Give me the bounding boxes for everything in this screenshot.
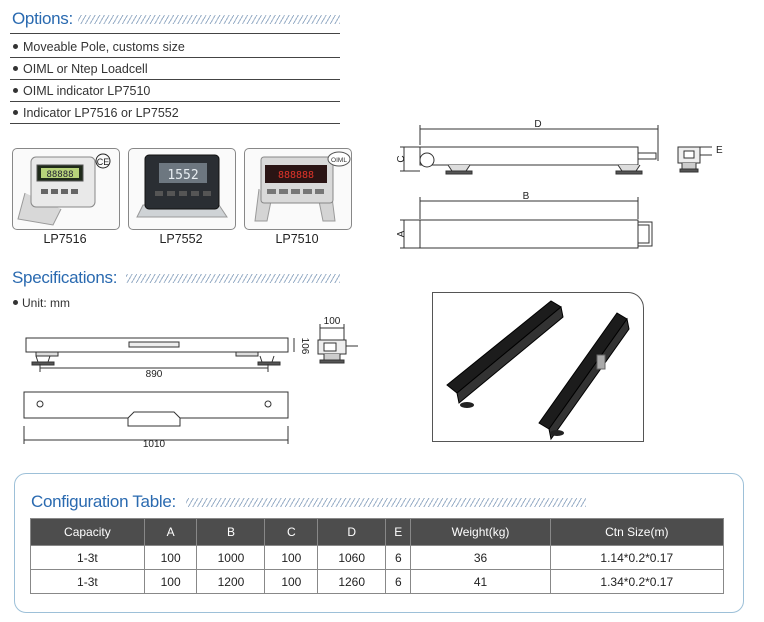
options-heading: Options:: [12, 9, 73, 28]
table-cell: 100: [143, 545, 198, 570]
option-item: OIML or Ntep Loadcell: [10, 58, 340, 80]
oiml-mark: OIML: [331, 157, 347, 164]
table-header-cell: Capacity: [30, 518, 145, 546]
indicator-lp7516-image: 88888 CE: [12, 148, 120, 230]
table-cell: 1200: [196, 569, 266, 594]
spec-dimension-diagram: 890 1010 100 106: [23, 316, 358, 450]
table-header-cell: D: [317, 518, 387, 546]
table-header-cell: E: [385, 518, 412, 546]
table-cell: 1-3t: [30, 569, 145, 594]
option-text: Moveable Pole, customs size: [23, 40, 185, 54]
table-header-row: Capacity A B C D E Weight(kg) Ctn Size(m…: [30, 518, 725, 546]
table-cell: 100: [143, 569, 198, 594]
table-header-cell: Ctn Size(m): [549, 518, 725, 546]
indicator-lp7510-display: 888888: [278, 170, 314, 181]
table-cell: 6: [385, 569, 412, 594]
dim-a-label: A: [396, 230, 407, 237]
dim-d-label: D: [534, 119, 541, 130]
table-cell: 41: [410, 569, 551, 594]
configuration-heading: Configuration Table:: [31, 492, 176, 511]
specifications-heading: Specifications:: [12, 268, 118, 287]
table-cell: 1.14*0.2*0.17: [549, 545, 725, 570]
dim-1010-label: 1010: [143, 439, 166, 450]
table-cell: 1000: [196, 545, 266, 570]
heading-decoration: [126, 274, 340, 283]
table-row: 1-3t 100 1200 100 1260 6 41 1.34*0.2*0.1…: [30, 569, 725, 594]
table-cell: 100: [264, 569, 319, 594]
dim-b-label: B: [523, 191, 530, 202]
indicator-lp7516-display: 88888: [46, 170, 73, 180]
indicator-label: LP7516: [43, 232, 87, 246]
table-header-cell: Weight(kg): [410, 518, 551, 546]
dim-e-label: E: [716, 145, 723, 156]
table-header-cell: A: [143, 518, 198, 546]
configuration-table: Capacity A B C D E Weight(kg) Ctn Size(m…: [30, 518, 725, 594]
dim-c-label: C: [396, 155, 407, 162]
dim-890-label: 890: [146, 369, 163, 380]
product-photo: [432, 292, 644, 442]
indicator-lp7552-display: 1552: [167, 168, 198, 183]
ce-mark: CE: [97, 157, 110, 167]
table-cell: 100: [264, 545, 319, 570]
divider: [10, 33, 340, 34]
option-item: Moveable Pole, customs size: [10, 36, 340, 58]
indicator-lp7552-image: 1552: [128, 148, 236, 230]
heading-decoration: [186, 498, 586, 507]
unit-text: Unit: mm: [22, 296, 70, 310]
table-cell: 1.34*0.2*0.17: [549, 569, 725, 594]
table-cell: 1260: [317, 569, 387, 594]
table-cell: 1060: [317, 545, 387, 570]
heading-decoration: [78, 15, 340, 24]
configuration-panel: [14, 473, 744, 613]
indicator-label: LP7552: [159, 232, 203, 246]
dim-106-label: 106: [299, 338, 310, 355]
table-header-cell: C: [264, 518, 319, 546]
table-cell: 1-3t: [30, 545, 145, 570]
option-item: Indicator LP7516 or LP7552: [10, 102, 340, 124]
beam-dimension-diagram: D C E B A: [396, 119, 723, 249]
options-list: Moveable Pole, customs size OIML or Ntep…: [10, 36, 340, 124]
indicator-label: LP7510: [275, 232, 319, 246]
indicator-lp7510-image: 888888 OIML: [244, 148, 352, 230]
option-text: Indicator LP7516 or LP7552: [23, 106, 179, 120]
table-cell: 6: [385, 545, 412, 570]
option-text: OIML or Ntep Loadcell: [23, 62, 148, 76]
option-text: OIML indicator LP7510: [23, 84, 151, 98]
option-item: OIML indicator LP7510: [10, 80, 340, 102]
table-row: 1-3t 100 1000 100 1060 6 36 1.14*0.2*0.1…: [30, 545, 725, 570]
table-header-cell: B: [196, 518, 266, 546]
unit-note: Unit: mm: [12, 296, 70, 310]
dim-100-label: 100: [324, 316, 341, 327]
table-cell: 36: [410, 545, 551, 570]
